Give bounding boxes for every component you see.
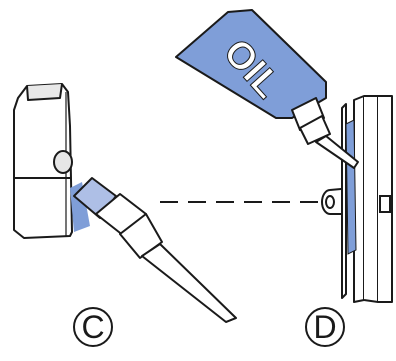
step-label-c: C bbox=[73, 307, 113, 347]
frame-latch bbox=[380, 196, 390, 212]
pivot-hole bbox=[54, 151, 72, 173]
oil-bottle-left bbox=[74, 178, 236, 322]
oiled-frame-strip bbox=[346, 120, 356, 254]
step-label-d: D bbox=[305, 307, 345, 347]
wall-mount-bracket bbox=[14, 84, 72, 238]
